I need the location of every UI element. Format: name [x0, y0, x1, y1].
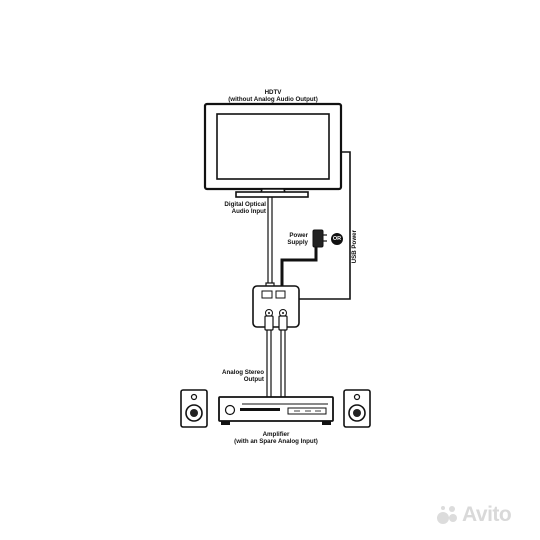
analog-output-label: Analog Stereo Output	[196, 369, 264, 383]
power-adapter-icon	[280, 229, 327, 292]
avito-logo-icon	[437, 506, 457, 524]
avito-watermark-text: Avito	[462, 503, 512, 526]
analog-cables	[264, 315, 288, 398]
optical-label-line2: Audio Input	[231, 208, 266, 215]
avito-watermark: Avito	[436, 503, 536, 527]
hdtv-icon	[203, 102, 343, 198]
amplifier-icon	[218, 396, 334, 425]
optical-input-label: Digital Optical Audio Input	[196, 201, 266, 215]
power-supply-label: Power Supply	[272, 232, 308, 246]
hdtv-title: HDTV	[264, 89, 282, 96]
usb-power-cable	[294, 151, 351, 300]
power-label-line2: Supply	[287, 239, 308, 246]
or-badge-label: OR	[332, 235, 342, 242]
power-label-line1: Power	[289, 232, 308, 239]
optical-label-line1: Digital Optical	[224, 201, 266, 208]
amplifier-label-line1: Amplifier	[262, 431, 290, 438]
amplifier-label-line2: (with an Spare Analog Input)	[234, 438, 318, 445]
hdtv-label: HDTV (without Analog Audio Output)	[213, 89, 333, 103]
usb-power-label: USB Power	[351, 230, 358, 264]
right-speaker-icon	[343, 389, 371, 428]
analog-label-line1: Analog Stereo	[222, 369, 264, 376]
amplifier-label: Amplifier (with an Spare Analog Input)	[196, 431, 356, 445]
or-badge	[331, 233, 343, 245]
analog-label-line2: Output	[243, 376, 264, 383]
hdtv-subtitle: (without Analog Audio Output)	[228, 96, 318, 103]
converter-box-icon	[252, 285, 300, 328]
left-speaker-icon	[180, 389, 208, 428]
